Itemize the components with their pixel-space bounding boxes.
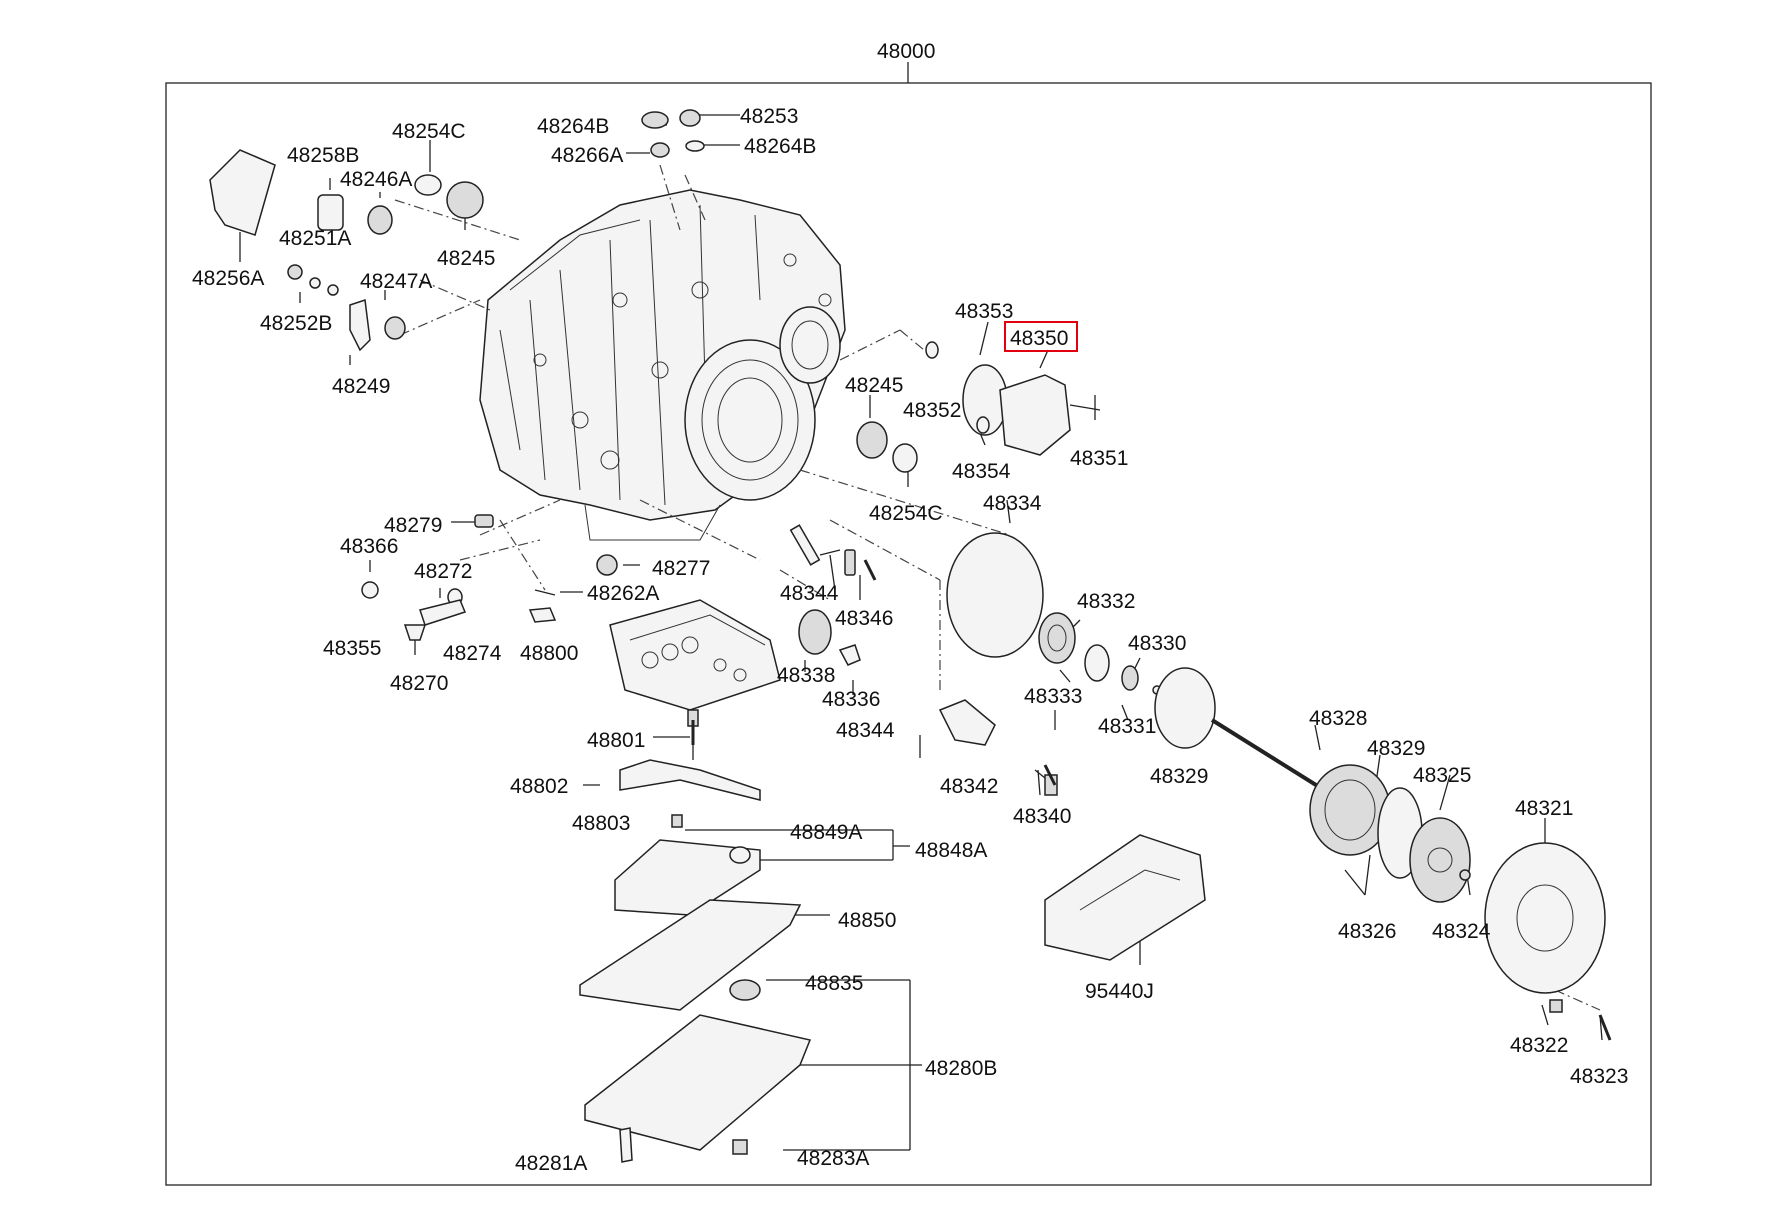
label-48800[interactable]: 48800 (520, 642, 578, 665)
label-48256A[interactable]: 48256A (192, 267, 264, 290)
label-48329-lower[interactable]: 48329 (1150, 765, 1208, 788)
highlight-box (1004, 321, 1078, 352)
label-48247A[interactable]: 48247A (360, 270, 432, 293)
label-48000[interactable]: 48000 (877, 40, 935, 63)
label-48352[interactable]: 48352 (903, 399, 961, 422)
label-48323[interactable]: 48323 (1570, 1065, 1628, 1088)
label-48277[interactable]: 48277 (652, 557, 710, 580)
label-48252B[interactable]: 48252B (260, 312, 332, 335)
label-48274[interactable]: 48274 (443, 642, 502, 665)
label-48253[interactable]: 48253 (740, 105, 798, 128)
label-48849A[interactable]: 48849A (790, 821, 862, 844)
valve-body (609, 599, 781, 711)
label-48325[interactable]: 48325 (1413, 764, 1471, 787)
label-48344-top[interactable]: 48344 (780, 582, 839, 605)
transaxle-case[interactable] (479, 189, 846, 541)
small-parts (209, 109, 1612, 1163)
label-48801[interactable]: 48801 (587, 729, 645, 752)
label-48245-mid[interactable]: 48245 (845, 374, 903, 397)
label-48338[interactable]: 48338 (777, 664, 835, 687)
label-48340[interactable]: 48340 (1013, 805, 1071, 828)
label-48344-mid[interactable]: 48344 (836, 719, 895, 742)
label-48332[interactable]: 48332 (1077, 590, 1135, 613)
label-48280B[interactable]: 48280B (925, 1057, 997, 1080)
label-48333[interactable]: 48333 (1024, 685, 1082, 708)
label-48329-upper[interactable]: 48329 (1367, 737, 1425, 760)
label-48324[interactable]: 48324 (1432, 920, 1491, 943)
label-48254C-mid[interactable]: 48254C (869, 502, 943, 525)
label-48346[interactable]: 48346 (835, 607, 893, 630)
label-48326[interactable]: 48326 (1338, 920, 1396, 943)
label-48270[interactable]: 48270 (390, 672, 448, 695)
label-48336[interactable]: 48336 (822, 688, 880, 711)
label-48366[interactable]: 48366 (340, 535, 398, 558)
label-48850[interactable]: 48850 (838, 909, 896, 932)
label-95440J[interactable]: 95440J (1085, 980, 1154, 1003)
label-48264B-top[interactable]: 48264B (537, 115, 609, 138)
label-48803[interactable]: 48803 (572, 812, 630, 835)
label-48322[interactable]: 48322 (1510, 1034, 1568, 1057)
label-48350[interactable]: 48350 (1010, 327, 1068, 350)
label-48283A[interactable]: 48283A (797, 1147, 869, 1170)
leader-lines (239, 114, 1603, 1151)
label-48328[interactable]: 48328 (1309, 707, 1367, 730)
label-48245-top[interactable]: 48245 (437, 247, 495, 270)
label-48848A[interactable]: 48848A (915, 839, 987, 862)
label-48835[interactable]: 48835 (805, 972, 863, 995)
label-48355[interactable]: 48355 (323, 637, 381, 660)
label-48353[interactable]: 48353 (955, 300, 1013, 323)
label-48334[interactable]: 48334 (983, 492, 1042, 515)
label-48351[interactable]: 48351 (1070, 447, 1128, 470)
label-48266A[interactable]: 48266A (551, 144, 623, 167)
label-48262A[interactable]: 48262A (587, 582, 659, 605)
label-48251A[interactable]: 48251A (279, 227, 351, 250)
part-labels: 48000 48264B 48253 48266A 48264B 48254C … (192, 40, 1628, 1175)
label-48342[interactable]: 48342 (940, 775, 998, 798)
label-48272[interactable]: 48272 (414, 560, 472, 583)
label-48254C-top[interactable]: 48254C (392, 120, 466, 143)
assembly-frame (165, 82, 1652, 1186)
label-48354[interactable]: 48354 (952, 460, 1011, 483)
label-48330[interactable]: 48330 (1128, 632, 1186, 655)
label-48246A[interactable]: 48246A (340, 168, 412, 191)
label-48249[interactable]: 48249 (332, 375, 390, 398)
label-48281A[interactable]: 48281A (515, 1152, 587, 1175)
label-48331[interactable]: 48331 (1098, 715, 1156, 738)
label-48264B-right[interactable]: 48264B (744, 135, 816, 158)
label-48802[interactable]: 48802 (510, 775, 568, 798)
label-48258B[interactable]: 48258B (287, 144, 359, 167)
label-48279[interactable]: 48279 (384, 514, 442, 537)
label-48321[interactable]: 48321 (1515, 797, 1573, 820)
